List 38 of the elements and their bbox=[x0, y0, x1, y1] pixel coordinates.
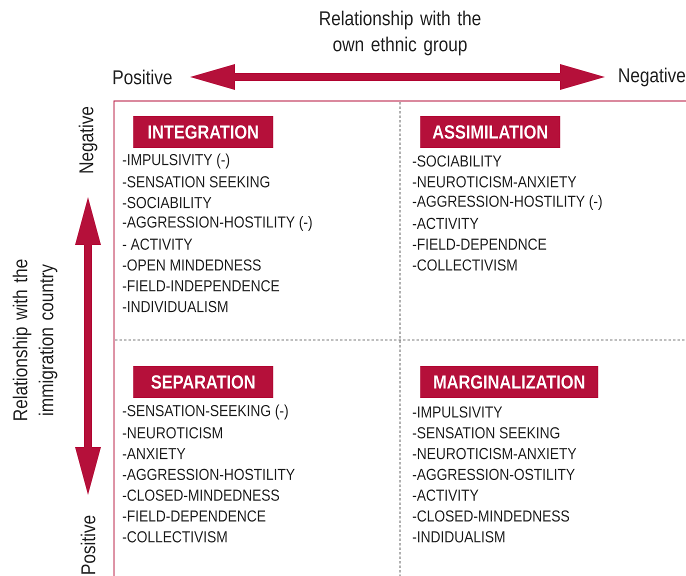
list-item: -NEUROTICISM bbox=[122, 427, 222, 438]
axis-label: Negative bbox=[78, 106, 98, 173]
list-item: -CLOSED-MINDEDNESS bbox=[412, 510, 570, 522]
title-box: ASSIMILATION bbox=[420, 116, 560, 148]
list-item: -ANXIETY bbox=[122, 448, 186, 460]
list-item: -FIELD-DEPENDNCE bbox=[412, 238, 546, 250]
axis-label: Positive bbox=[80, 516, 96, 574]
axis-label: Positive bbox=[114, 70, 172, 84]
list-item: -ACTIVITY bbox=[412, 218, 478, 230]
list-item: -AGGRESSION-OSTILITY bbox=[412, 468, 575, 480]
list-item: -AGGRESSION-HOSTILITY (-) bbox=[122, 216, 312, 231]
list-item: -FIELD-DEPENDENCE bbox=[122, 510, 266, 522]
list-item: -NEUROTICISM-ANXIETY bbox=[412, 448, 576, 460]
list-item: -SENSATION-SEEKING (-) bbox=[122, 404, 288, 420]
list-item: -CLOSED-MINDEDNESS bbox=[122, 490, 280, 501]
axis-label: Relationship with the immigration country bbox=[12, 260, 58, 420]
list-item: -SOCIABILITY bbox=[412, 155, 502, 167]
list-item: -SENSATION SEEKING bbox=[122, 176, 270, 188]
list-item: -NEUROTICISM-ANXIETY bbox=[412, 176, 576, 188]
list-item: -SENSATION SEEKING bbox=[412, 427, 560, 438]
list-item: -AGGRESSION-HOSTILITY bbox=[122, 468, 295, 480]
axis-label: Negative bbox=[619, 68, 686, 86]
list-item: -COLLECTIVISM bbox=[122, 531, 227, 542]
list-item: -COLLECTIVISM bbox=[412, 259, 517, 271]
axis-label: Relationship with the own ethnic group bbox=[320, 10, 480, 56]
list-item: -INDIVIDUALISM bbox=[122, 300, 228, 312]
list-item: -AGGRESSION-HOSTILITY (-) bbox=[412, 195, 602, 210]
list-item: -IMPULSIVITY bbox=[412, 406, 502, 418]
list-item: -ACTIVITY bbox=[412, 490, 478, 501]
list-item: -SOCIABILITY bbox=[122, 196, 212, 208]
list-item: - ACTIVITY bbox=[122, 238, 192, 250]
list-item: -OPEN MINDEDNESS bbox=[122, 259, 261, 271]
list-item: -INDIDUALISM bbox=[412, 531, 504, 542]
list-item: -FIELD-INDEPENDENCE bbox=[122, 280, 280, 292]
title-box: SEPARATION bbox=[133, 366, 274, 398]
title-box: INTEGRATION bbox=[133, 116, 274, 148]
list-item: -IMPULSIVITY (-) bbox=[122, 154, 230, 168]
title-box: MARGINALIZATION bbox=[420, 366, 598, 398]
